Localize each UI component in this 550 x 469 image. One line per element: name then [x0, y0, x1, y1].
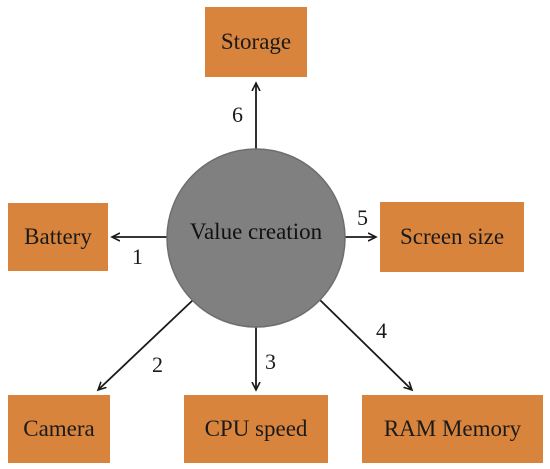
edge-number-1: 1	[132, 244, 143, 269]
edge-number-3: 3	[265, 349, 276, 374]
edge-number-5: 5	[357, 205, 368, 230]
cpu-speed-box: CPU speed	[184, 395, 328, 463]
battery-box: Battery	[8, 203, 108, 271]
center-label: Value creation	[189, 219, 323, 244]
arrow-to-ram-memory	[319, 299, 412, 390]
screen-size-box: Screen size	[380, 202, 524, 272]
storage-label: Storage	[220, 29, 292, 54]
edge-number-4: 4	[376, 318, 387, 343]
edge-number-6: 6	[232, 102, 243, 127]
edge-number-2: 2	[152, 352, 163, 377]
camera-box: Camera	[8, 395, 110, 463]
battery-label: Battery	[24, 224, 92, 249]
camera-label: Camera	[23, 416, 95, 441]
screen-size-label: Screen size	[399, 224, 505, 249]
ram-memory-label: RAM Memory	[383, 416, 522, 441]
cpu-speed-label: CPU speed	[204, 416, 308, 441]
storage-box: Storage	[205, 7, 307, 77]
ram-memory-box: RAM Memory	[362, 395, 543, 463]
center-circle	[166, 148, 346, 328]
arrow-to-camera	[98, 299, 194, 390]
